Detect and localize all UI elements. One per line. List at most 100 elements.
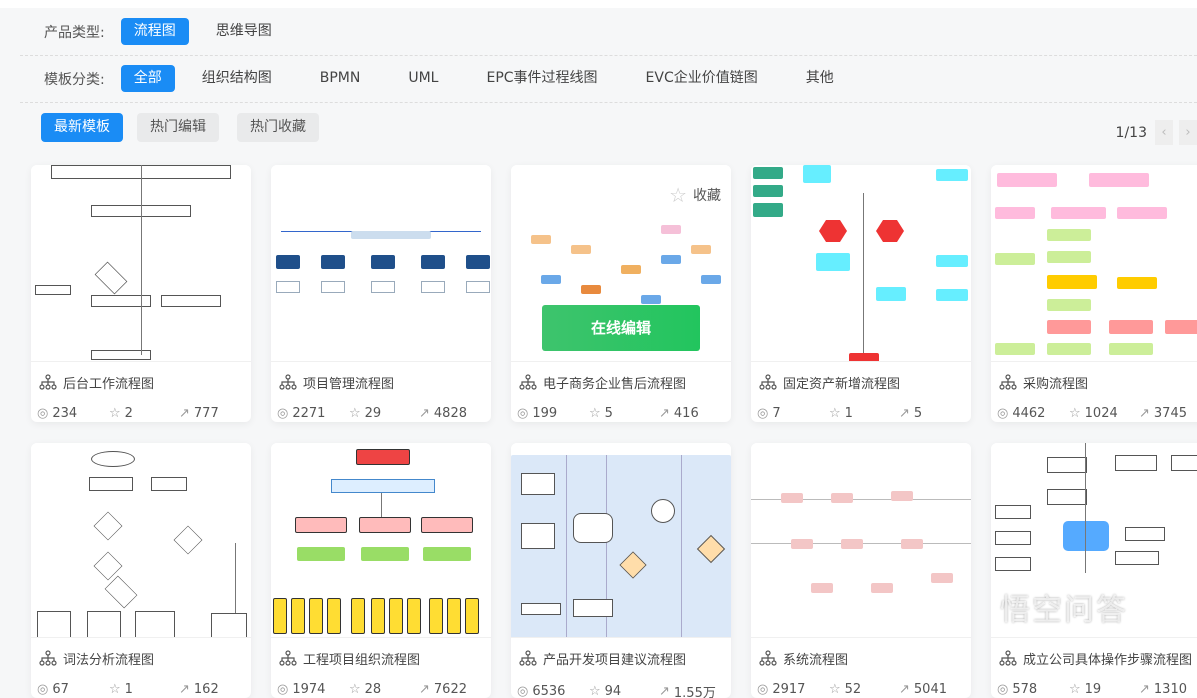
online-edit-button[interactable]: 在线编辑 bbox=[542, 305, 700, 351]
star-icon: ☆ bbox=[669, 183, 687, 207]
view-count: 234 bbox=[52, 406, 78, 421]
template-title-row: 成立公司具体操作步骤流程图 bbox=[991, 638, 1197, 670]
star-count: 52 bbox=[844, 682, 862, 697]
star-count: 94 bbox=[604, 684, 622, 698]
template-card[interactable]: 词法分析流程图◎67☆1↗162 bbox=[31, 443, 251, 698]
edit-count: 416 bbox=[673, 406, 699, 421]
template-title-row: 电子商务企业售后流程图 bbox=[511, 362, 731, 394]
template-thumbnail[interactable] bbox=[751, 165, 971, 362]
star-count: 1 bbox=[844, 406, 853, 421]
product-type-mindmap[interactable]: 思维导图 bbox=[215, 23, 272, 39]
template-card[interactable]: 固定资产新增流程图◎7☆1↗5 bbox=[751, 165, 971, 422]
favorite-button[interactable]: ☆收藏 bbox=[669, 183, 721, 207]
template-stats: ◎2271☆29↗4828 bbox=[271, 394, 491, 421]
eye-icon: ◎ bbox=[37, 406, 49, 421]
star-icon: ☆ bbox=[349, 406, 361, 421]
template-stats: ◎4462☆1024↗3745 bbox=[991, 394, 1197, 421]
template-thumbnail[interactable] bbox=[271, 443, 491, 638]
prev-page-button[interactable]: ‹ bbox=[1155, 120, 1173, 145]
template-card[interactable]: 成立公司具体操作步骤流程图 ◎578☆19↗1310 bbox=[991, 443, 1197, 698]
eye-icon: ◎ bbox=[517, 406, 529, 421]
edit-icon: ↗ bbox=[419, 406, 430, 421]
sort-hot-favorite[interactable]: 热门收藏 bbox=[237, 113, 319, 142]
view-count: 67 bbox=[52, 682, 69, 697]
category-other[interactable]: 其他 bbox=[805, 70, 834, 86]
star-icon: ☆ bbox=[109, 406, 121, 421]
view-count: 199 bbox=[532, 406, 558, 421]
edit-count: 5 bbox=[913, 406, 923, 421]
template-thumbnail[interactable] bbox=[31, 165, 251, 362]
template-stats: ◎2917☆52↗5041 bbox=[751, 670, 971, 697]
template-stats: ◎6536☆94↗1.55万 bbox=[511, 670, 731, 698]
edit-count: 3745 bbox=[1153, 406, 1187, 421]
template-stats: ◎578☆19↗1310 bbox=[991, 670, 1197, 697]
template-title[interactable]: 成立公司具体操作步骤流程图 bbox=[1023, 652, 1193, 668]
eye-icon: ◎ bbox=[757, 406, 769, 421]
edit-count: 7622 bbox=[433, 682, 467, 697]
eye-icon: ◎ bbox=[517, 684, 529, 698]
template-card[interactable]: 后台工作流程图◎234☆2↗777 bbox=[31, 165, 251, 422]
template-title[interactable]: 采购流程图 bbox=[1023, 376, 1089, 392]
template-card[interactable]: ☆收藏在线编辑电子商务企业售后流程图◎199☆5↗416 bbox=[511, 165, 731, 422]
flowchart-icon bbox=[39, 650, 57, 666]
template-thumbnail[interactable] bbox=[991, 443, 1197, 638]
template-title[interactable]: 词法分析流程图 bbox=[63, 652, 155, 668]
template-title[interactable]: 固定资产新增流程图 bbox=[783, 376, 901, 392]
category-uml[interactable]: UML bbox=[408, 70, 439, 86]
edit-count: 5041 bbox=[913, 682, 947, 697]
eye-icon: ◎ bbox=[37, 682, 49, 697]
edit-icon: ↗ bbox=[419, 682, 430, 697]
category-epc[interactable]: EPC事件过程线图 bbox=[486, 70, 598, 86]
product-type-filter: 产品类型: 流程图 思维导图 bbox=[44, 18, 299, 45]
template-thumbnail[interactable] bbox=[991, 165, 1197, 362]
watermark: 悟空问答 bbox=[1000, 593, 1128, 628]
template-title[interactable]: 电子商务企业售后流程图 bbox=[543, 376, 687, 392]
template-thumbnail[interactable] bbox=[271, 165, 491, 362]
template-card[interactable]: 采购流程图 ◎4462☆1024↗3745 bbox=[991, 165, 1197, 422]
template-thumbnail[interactable] bbox=[751, 443, 971, 638]
sort-latest[interactable]: 最新模板 bbox=[41, 113, 123, 142]
template-thumbnail[interactable] bbox=[31, 443, 251, 638]
category-evc[interactable]: EVC企业价值链图 bbox=[645, 70, 758, 86]
category-bpmn[interactable]: BPMN bbox=[319, 70, 361, 86]
category-filter: 模板分类: 全部 组织结构图 BPMN UML EPC事件过程线图 EVC企业价… bbox=[44, 65, 861, 92]
flowchart-icon bbox=[279, 650, 297, 666]
page-indicator: 1/13 bbox=[1115, 124, 1147, 141]
template-thumbnail[interactable] bbox=[511, 443, 731, 638]
category-all[interactable]: 全部 bbox=[120, 65, 175, 92]
template-card[interactable]: 工程项目组织流程图◎1974☆28↗7622 bbox=[271, 443, 491, 698]
flowchart-icon bbox=[279, 374, 297, 390]
edit-count: 777 bbox=[193, 406, 219, 421]
template-thumbnail[interactable]: ☆收藏在线编辑 bbox=[511, 165, 731, 362]
star-icon: ☆ bbox=[589, 684, 601, 698]
view-count: 2917 bbox=[772, 682, 806, 697]
template-title-row: 工程项目组织流程图 bbox=[271, 638, 491, 670]
edit-icon: ↗ bbox=[899, 406, 910, 421]
template-card[interactable]: 系统流程图 ◎2917☆52↗5041 bbox=[751, 443, 971, 698]
product-type-flowchart[interactable]: 流程图 bbox=[120, 18, 189, 45]
view-count: 1974 bbox=[292, 682, 326, 697]
edit-icon: ↗ bbox=[179, 406, 190, 421]
eye-icon: ◎ bbox=[997, 682, 1009, 697]
divider bbox=[20, 55, 1197, 56]
sort-hot-edit[interactable]: 热门编辑 bbox=[137, 113, 219, 142]
next-page-button[interactable]: › bbox=[1179, 120, 1197, 145]
category-label: 模板分类: bbox=[44, 71, 105, 88]
divider bbox=[20, 102, 1197, 103]
eye-icon: ◎ bbox=[277, 406, 289, 421]
star-count: 28 bbox=[364, 682, 382, 697]
category-org-chart[interactable]: 组织结构图 bbox=[201, 70, 272, 86]
template-title[interactable]: 后台工作流程图 bbox=[63, 376, 155, 392]
template-title-row: 系统流程图 bbox=[751, 638, 971, 670]
edit-count: 4828 bbox=[433, 406, 467, 421]
template-title[interactable]: 系统流程图 bbox=[783, 652, 849, 668]
template-card[interactable]: 产品开发项目建议流程图 ◎6536☆94↗1.55万 bbox=[511, 443, 731, 698]
edit-icon: ↗ bbox=[659, 406, 670, 421]
template-card[interactable]: 项目管理流程图 ◎2271☆29↗4828 bbox=[271, 165, 491, 422]
flowchart-icon bbox=[519, 650, 537, 666]
template-title[interactable]: 产品开发项目建议流程图 bbox=[543, 652, 687, 668]
product-type-label: 产品类型: bbox=[44, 24, 105, 41]
template-title[interactable]: 工程项目组织流程图 bbox=[303, 652, 421, 668]
template-title[interactable]: 项目管理流程图 bbox=[303, 376, 395, 392]
edit-icon: ↗ bbox=[179, 682, 190, 697]
